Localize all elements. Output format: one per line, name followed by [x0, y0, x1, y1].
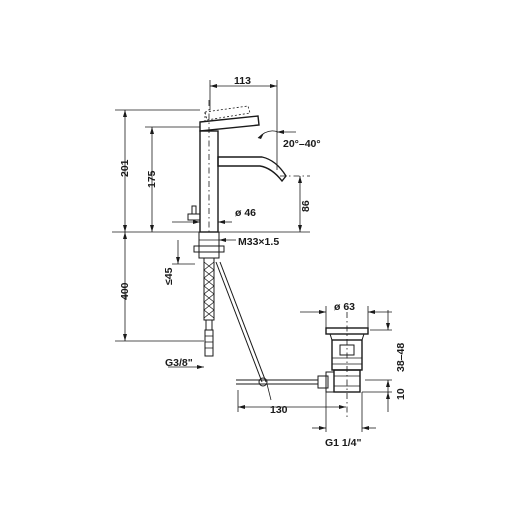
dimension-113: 113 — [209, 75, 278, 170]
dim-g114-label: G1 1/4" — [325, 437, 362, 449]
dimension-400: 400 — [115, 232, 204, 342]
dimension-hose-thread: G3/8" — [165, 357, 204, 369]
dim-38-48-label: 38–48 — [395, 343, 407, 372]
dimension-deck-45: ≤45 — [163, 240, 195, 285]
flex-hose — [203, 257, 215, 357]
pull-rod — [215, 261, 318, 401]
dimension-angle: 20°–40° — [257, 130, 321, 150]
dim-thread-label: M33×1.5 — [238, 236, 279, 248]
dim-45-label: ≤45 — [163, 267, 175, 285]
dimension-86: 86 — [298, 176, 312, 232]
spout — [217, 156, 287, 183]
dim-400-label: 400 — [119, 282, 131, 300]
dimension-waste-thread: G1 1/4" — [312, 392, 376, 449]
dimension-38-48: 38–48 — [365, 310, 407, 398]
dimension-201: 201 — [115, 109, 200, 232]
dim-175-label: 175 — [146, 170, 158, 188]
dimension-10: 10 — [362, 388, 407, 412]
dim-46-label: ø 46 — [235, 207, 256, 219]
dimension-130: 130 — [237, 390, 346, 416]
dim-130-label: 130 — [270, 404, 288, 416]
dim-angle-label: 20°–40° — [283, 138, 321, 150]
waste-assembly — [317, 312, 369, 418]
dim-63-label: ø 63 — [334, 301, 355, 313]
dim-113-label: 113 — [234, 75, 251, 87]
dim-86-label: 86 — [300, 200, 312, 212]
dimension-175: 175 — [145, 126, 200, 232]
dimension-diameter-63: ø 63 — [300, 301, 392, 328]
shank: M33×1.5 — [193, 231, 279, 259]
dim-g38-label: G3/8" — [165, 357, 193, 369]
dimension-diameter-46: ø 46 — [172, 207, 256, 224]
dim-201-label: 201 — [119, 159, 131, 177]
lever-handle — [199, 115, 260, 132]
dim-10-label: 10 — [395, 388, 407, 400]
